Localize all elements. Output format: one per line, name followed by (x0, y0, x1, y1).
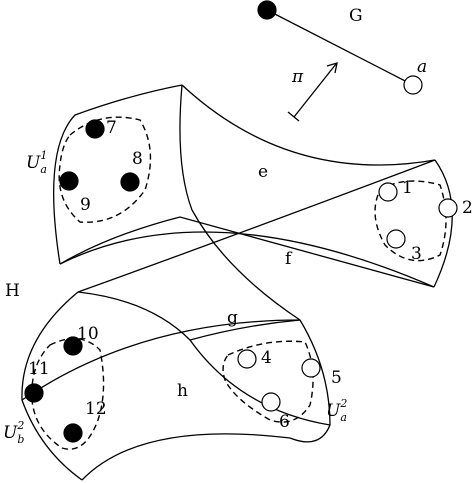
point-5 (301, 358, 321, 378)
graph-vertex-a (403, 75, 423, 95)
upper-surface-left-end (53, 84, 183, 265)
point-11 (24, 383, 44, 403)
point-labels: 1 2 3 4 5 6 7 8 9 10 11 12 (28, 118, 473, 432)
map-arrow-tail-bar (287, 111, 300, 122)
point-label-8: 8 (132, 149, 143, 169)
lower-surface (21, 291, 331, 481)
map-arrow-head (326, 62, 338, 74)
point-label-7: 7 (106, 118, 117, 138)
graph-vertex-filled (257, 0, 277, 20)
projection-map: π (287, 62, 338, 122)
point-label-9: 9 (80, 195, 91, 215)
upper-surface-top-edge (181, 84, 436, 166)
point-label-6: 6 (279, 412, 290, 432)
lower-surface-inner-top (21, 319, 301, 401)
upper-surface-right-end (433, 159, 453, 288)
lower-surface-g-boundary (189, 319, 301, 341)
point-label-3: 3 (411, 244, 422, 264)
point-label-2: 2 (462, 198, 473, 218)
map-arrow-shaft (293, 63, 337, 118)
point-2 (438, 198, 458, 218)
point-label-4: 4 (261, 348, 272, 368)
upper-surface-band-mid (59, 231, 435, 288)
neighborhoods (31, 116, 447, 450)
region-label-g: g (227, 308, 238, 328)
lower-surface-bottom-edge (81, 433, 291, 481)
point-label-11: 11 (28, 359, 50, 379)
lower-surface-top-edge (77, 291, 331, 426)
point-label-12: 12 (85, 399, 107, 419)
point-8 (120, 172, 140, 192)
graph-vertex-a-label: a (417, 57, 427, 77)
point-10 (63, 336, 83, 356)
point-6 (261, 392, 281, 412)
region-labels: e f g h (177, 162, 293, 401)
neighborhood-ua2-right (374, 180, 447, 262)
point-4 (237, 349, 257, 369)
neighborhood-ua1 (58, 116, 152, 223)
graph-edge (266, 9, 414, 86)
upper-surface-band-top (77, 159, 436, 293)
point-label-5: 5 (331, 368, 342, 388)
point-12 (63, 423, 83, 443)
region-label-f: f (285, 249, 293, 269)
region-label-e: e (258, 162, 268, 182)
neighborhood-ua2-lower (222, 340, 314, 423)
lower-surface-right-end (289, 319, 331, 443)
point-7 (85, 119, 105, 139)
point-label-10: 10 (77, 324, 99, 344)
region-label-h: h (177, 381, 188, 401)
graph-label: G (349, 6, 363, 26)
points (24, 119, 458, 443)
upper-surface (53, 84, 453, 321)
upper-surface-fold-left (179, 84, 193, 211)
point-label-1: 1 (402, 178, 413, 198)
map-label: π (291, 67, 304, 87)
graph-g: G a (257, 0, 427, 95)
upper-surface-crease (191, 209, 301, 321)
point-3 (386, 229, 406, 249)
point-1 (378, 182, 398, 202)
upper-surface-bottom-edge (59, 216, 435, 288)
point-9 (59, 171, 79, 191)
neighborhood-ub2 (31, 337, 105, 450)
space-label: H (5, 281, 20, 301)
